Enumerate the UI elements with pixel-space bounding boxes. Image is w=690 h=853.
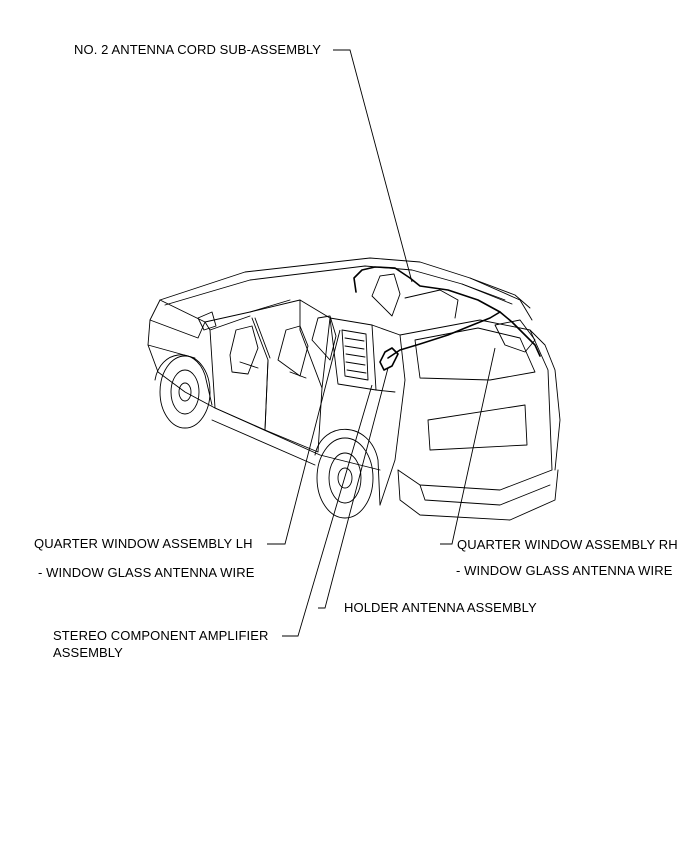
label-quarter-window-lh-sub: - WINDOW GLASS ANTENNA WIRE <box>38 565 255 580</box>
leader-quarter-lh <box>267 329 341 545</box>
antenna-cord-route <box>353 266 541 371</box>
vehicle-body-outline <box>147 257 561 521</box>
label-holder-antenna: HOLDER ANTENNA ASSEMBLY <box>344 600 537 615</box>
leader-holder <box>318 367 389 609</box>
leader-antenna-cord <box>333 49 413 283</box>
leader-lines <box>267 49 496 637</box>
label-amplifier-line1: STEREO COMPONENT AMPLIFIER <box>53 628 269 643</box>
label-quarter-window-rh-sub: - WINDOW GLASS ANTENNA WIRE <box>456 563 673 578</box>
leader-quarter-rh <box>440 347 496 545</box>
label-quarter-window-rh: QUARTER WINDOW ASSEMBLY RH <box>457 537 678 552</box>
label-quarter-window-lh: QUARTER WINDOW ASSEMBLY LH <box>34 536 253 551</box>
leader-amplifier <box>282 384 373 637</box>
label-amplifier-line2: ASSEMBLY <box>53 645 123 660</box>
label-antenna-cord: NO. 2 ANTENNA CORD SUB-ASSEMBLY <box>74 42 322 57</box>
